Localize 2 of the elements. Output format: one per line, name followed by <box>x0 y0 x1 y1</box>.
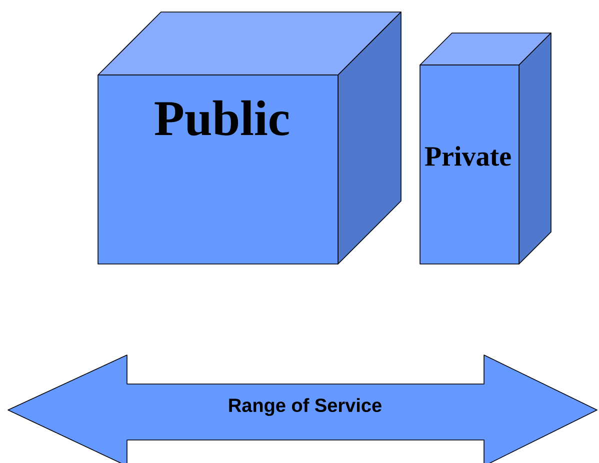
private-cube: Private <box>420 32 552 264</box>
public-cube: Public <box>98 12 402 264</box>
